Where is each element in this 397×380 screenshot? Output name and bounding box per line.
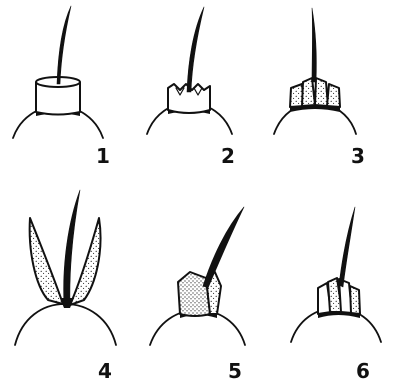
scale-3c xyxy=(315,78,328,106)
right-scale-4 xyxy=(70,218,101,305)
panel-label-4: 4 xyxy=(98,359,112,380)
scale-6d xyxy=(350,286,360,314)
panel-label-5: 5 xyxy=(228,359,242,380)
panel-label-1: 1 xyxy=(96,144,110,168)
shaft-root-4 xyxy=(60,298,74,308)
panel-label-2: 2 xyxy=(221,144,235,168)
panel-1: 1 xyxy=(13,6,110,168)
hair-shaft-5 xyxy=(203,207,244,288)
panel-6: 6 xyxy=(291,207,381,380)
hair-shaft-1 xyxy=(57,6,71,84)
panel-label-6: 6 xyxy=(356,359,370,380)
hair-shaft-2 xyxy=(187,7,204,92)
left-scale-4 xyxy=(30,218,63,304)
panel-5: 5 xyxy=(150,207,245,380)
scale-3d xyxy=(327,84,340,107)
mound-4 xyxy=(15,304,116,345)
panel-3: 3 xyxy=(274,8,365,168)
panel-4: 4 xyxy=(15,190,116,380)
hair-shaft-3 xyxy=(312,8,316,82)
hair-shaft-6 xyxy=(339,207,355,287)
panel-label-3: 3 xyxy=(351,144,365,168)
panel-2: 2 xyxy=(147,7,235,168)
